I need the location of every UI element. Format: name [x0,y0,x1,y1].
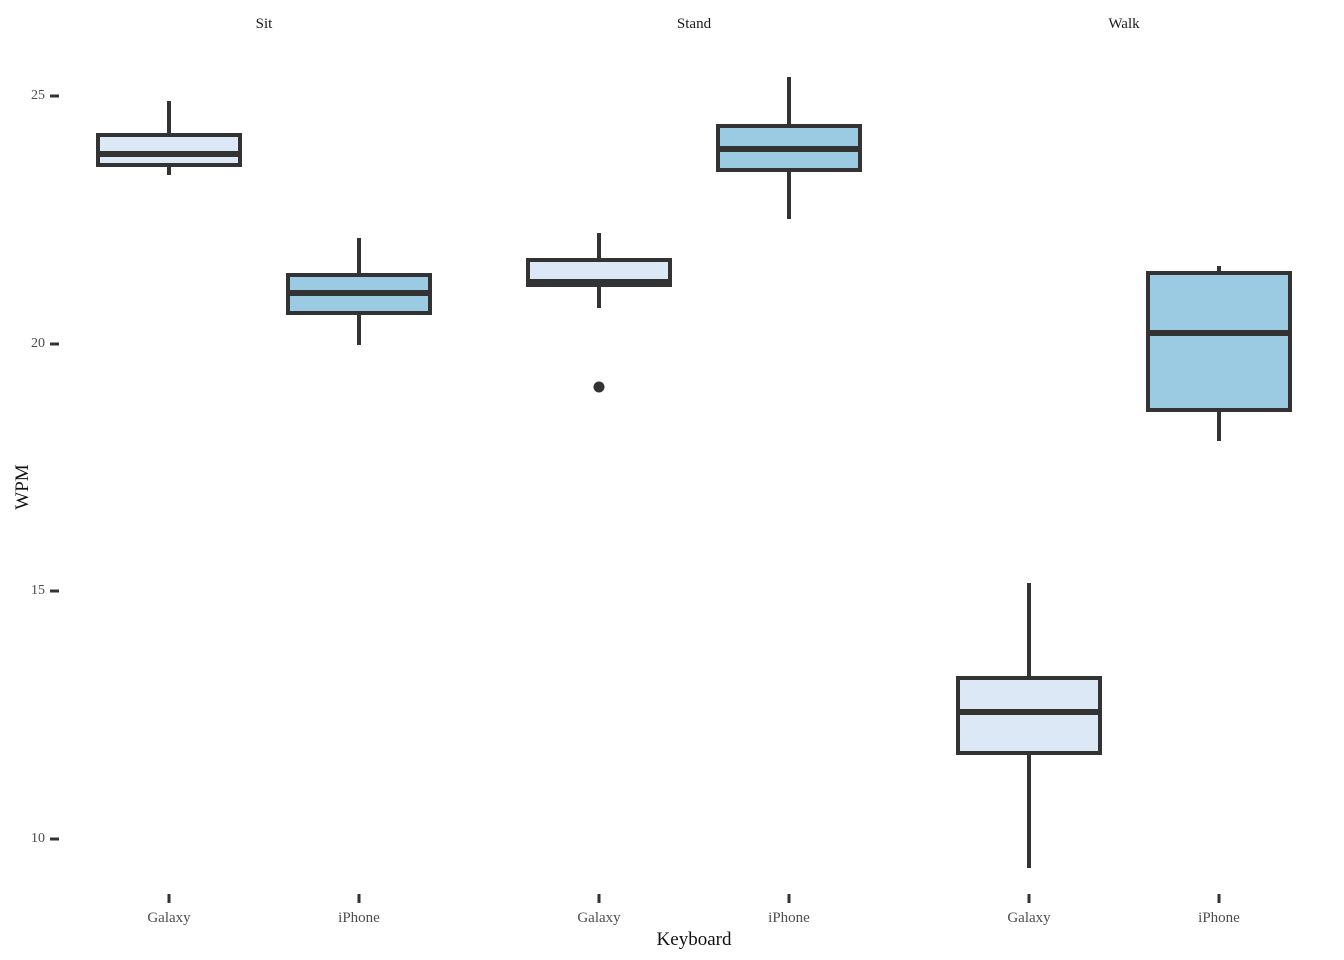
median-line [96,150,242,157]
y-tick-mark-10 [50,837,59,841]
x-tick-label-sit-iphone: iPhone [338,910,380,926]
x-tick-mark-walk-galaxy [1027,894,1031,903]
x-axis-title: Keyboard [656,929,732,950]
whisker-upper [357,237,361,274]
whisker-upper [597,233,601,259]
y-axis-title: WPM [12,464,33,510]
y-tick-mark-25 [50,94,59,98]
whisker-lower [357,315,361,345]
whisker-lower [167,166,171,176]
median-line [1146,329,1292,336]
whisker-lower [1217,411,1221,441]
panel-title-walk: Walk [1108,16,1140,32]
box-iqr[interactable] [956,675,1102,756]
y-tick-label-20: 20 [31,336,45,351]
outlier-point[interactable] [593,381,605,393]
y-tick-mark-15 [50,589,59,593]
x-tick-label-stand-galaxy: Galaxy [577,910,621,926]
median-line [716,145,862,152]
median-line [286,290,432,297]
x-tick-label-walk-galaxy: Galaxy [1007,910,1051,926]
x-tick-label-sit-galaxy: Galaxy [147,910,191,926]
median-line [526,279,672,285]
whisker-lower [597,287,601,309]
median-line [956,709,1102,716]
whisker-lower [1027,755,1031,869]
y-tick-label-15: 15 [31,583,45,598]
x-tick-mark-sit-iphone [357,894,361,903]
y-tick-label-25: 25 [31,88,45,103]
panel-title-sit: Sit [255,16,273,32]
x-tick-mark-stand-galaxy [597,894,601,903]
panel-title-stand: Stand [676,16,712,32]
whisker-upper [1027,583,1031,676]
x-tick-label-stand-iphone: iPhone [768,910,810,926]
x-tick-mark-sit-galaxy [167,894,171,903]
whisker-lower [787,172,791,219]
x-tick-mark-stand-iphone [787,894,791,903]
box-iqr[interactable] [96,132,242,167]
whisker-upper [787,77,791,124]
x-tick-label-walk-iphone: iPhone [1198,910,1240,926]
x-tick-mark-walk-iphone [1217,894,1221,903]
box-iqr[interactable] [1146,271,1292,412]
y-tick-mark-20 [50,342,59,346]
whisker-upper [1217,266,1221,272]
y-tick-label-10: 10 [31,831,45,846]
whisker-upper [167,100,171,133]
